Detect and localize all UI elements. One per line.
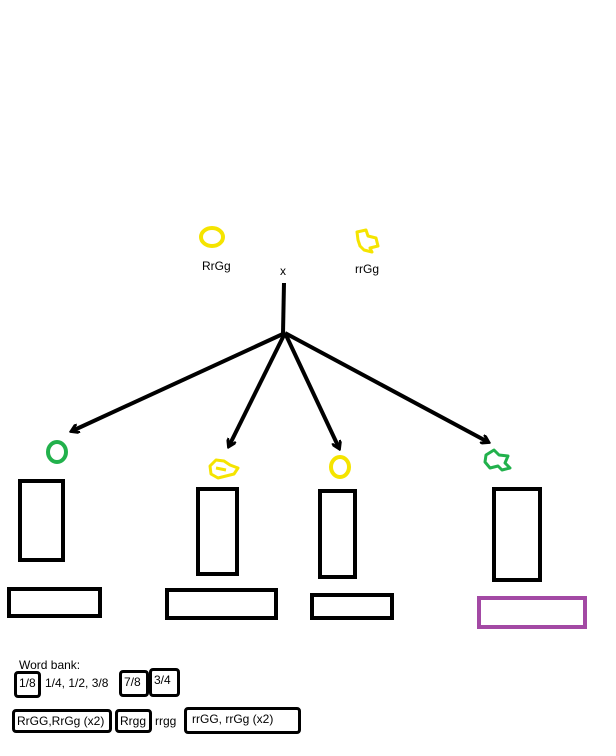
arrow-to-offspring-4: [284, 331, 488, 442]
offspring-1-green-round-pea-icon: [46, 440, 68, 464]
offspring-1-genotype-box[interactable]: [18, 479, 65, 562]
offspring-3-genotype-box[interactable]: [318, 489, 357, 579]
parent-right-genotype-label: rrGg: [355, 262, 379, 276]
word-bank-fraction-3-4[interactable]: 3/4: [149, 668, 180, 697]
offspring-3-ratio-box[interactable]: [310, 593, 394, 620]
parent-right-pea-icon: [355, 228, 380, 254]
cross-stem-line: [281, 282, 286, 334]
arrow-to-offspring-2: [229, 332, 287, 446]
offspring-4-ratio-box[interactable]: [477, 596, 587, 629]
offspring-4-green-wrinkled-pea-icon: [483, 448, 512, 472]
offspring-2-ratio-box[interactable]: [165, 588, 278, 620]
offspring-3-yellow-round-pea-icon: [329, 455, 351, 479]
offspring-1-ratio-box[interactable]: [7, 587, 102, 618]
parent-left-genotype-label: RrGg: [202, 259, 231, 273]
word-bank-fractions-plain: 1/4, 1/2, 3/8: [45, 676, 109, 690]
word-bank-genotype-rrgg-rrgg-x2[interactable]: RrGG,RrGg (x2): [12, 709, 112, 733]
arrow-to-offspring-3: [283, 332, 339, 448]
arrow-to-offspring-1: [72, 331, 286, 431]
parent-left-pea-icon: [199, 226, 225, 248]
word-bank-title: Word bank:: [19, 658, 81, 672]
word-bank-fraction-7-8[interactable]: 7/8: [119, 670, 149, 697]
offspring-2-genotype-box[interactable]: [196, 487, 239, 576]
word-bank-genotype-rrgg-plain: rrgg: [155, 714, 177, 728]
offspring-4-genotype-box[interactable]: [492, 487, 542, 582]
offspring-2-yellow-wrinkled-pea-icon: [208, 458, 240, 480]
word-bank-fraction-1-8[interactable]: 1/8: [14, 671, 41, 698]
word-bank-genotype-rrgg-rrgg-x2-second[interactable]: rrGG, rrGg (x2): [184, 707, 301, 734]
cross-symbol-label: x: [280, 264, 286, 278]
word-bank-genotype-rrgg[interactable]: Rrgg: [115, 709, 152, 733]
